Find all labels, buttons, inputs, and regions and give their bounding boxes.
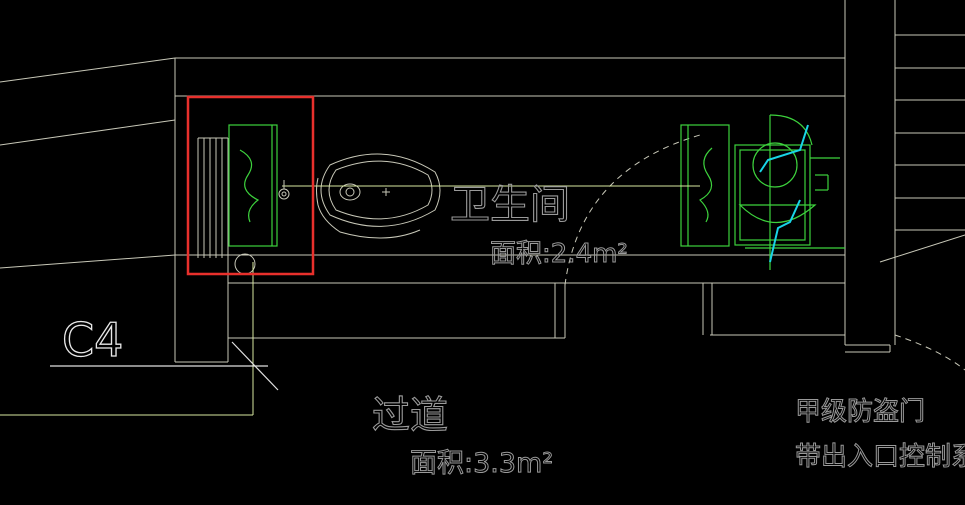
door-note-line2: 带出入口控制系: [795, 442, 965, 472]
fixture-left-sink[interactable]: [228, 124, 278, 247]
corridor-name: 过道: [372, 393, 448, 437]
wall-lines: [0, 0, 965, 363]
toilet-room-name: 卫生间: [450, 182, 570, 228]
corridor-area: 面积:3.3m²: [410, 448, 553, 479]
leader-line-c4: [0, 262, 254, 416]
window-tag-c4: C4: [62, 313, 123, 367]
valve-icon: [278, 180, 290, 200]
selection-box[interactable]: [186, 95, 315, 276]
door-note-line1: 甲级防盗门: [795, 397, 925, 427]
c4-tag-underline: [50, 341, 279, 391]
toilet-room-area: 面积:2.4m²: [490, 239, 628, 269]
squat-toilet[interactable]: [316, 153, 441, 239]
break-lines: [759, 124, 809, 263]
fixture-right-toilet[interactable]: [734, 114, 845, 270]
